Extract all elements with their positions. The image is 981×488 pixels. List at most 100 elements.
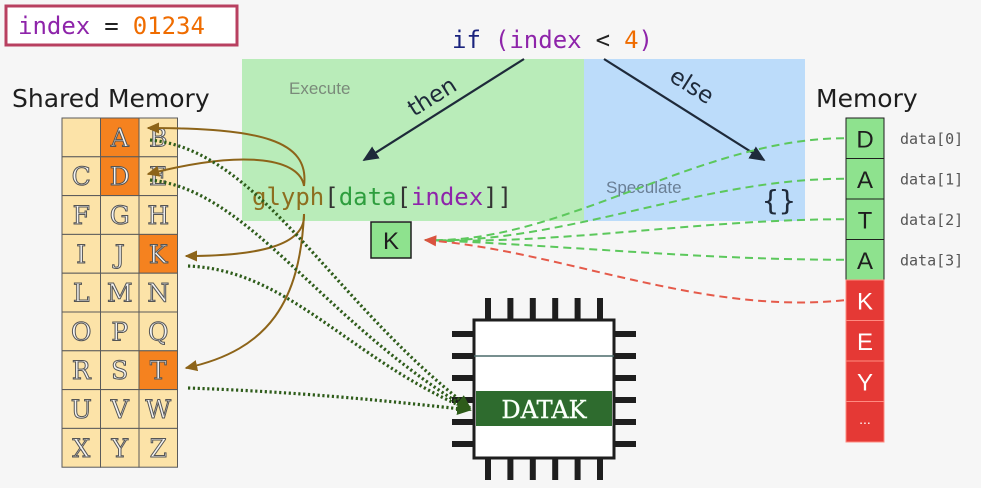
glyph-arrow-T [184, 213, 305, 372]
shared-cell-letter: L [73, 279, 90, 308]
shared-cell-M [100, 272, 140, 313]
shared-cell-N [138, 272, 178, 313]
cpu-pin [614, 331, 636, 337]
glyph-word: glyph [252, 183, 324, 211]
memory-cell [845, 158, 885, 200]
if-keyword: if [452, 26, 481, 54]
shared-cell-V [100, 389, 140, 429]
cpu-cache-text: DATAK [501, 396, 587, 424]
memory-cell-letter: E [857, 329, 873, 356]
cache-line-A [149, 138, 472, 410]
shared-cell-letter: O [71, 317, 92, 346]
cpu-pin [452, 375, 474, 381]
bracket-1: [ [324, 183, 338, 211]
shared-cell-letter: S [111, 356, 128, 385]
memory-to-result-lines [423, 137, 845, 304]
expression-code: glyph[data[index]] [252, 183, 512, 211]
condition-var: index [509, 26, 581, 54]
memory-cell [845, 320, 885, 362]
cpu-pin [452, 441, 474, 447]
memory-index-label: data[0] [900, 130, 963, 148]
memory-cell-letter: T [858, 207, 873, 234]
memory-index-label: data[3] [900, 252, 963, 270]
in-bounds-line [424, 239, 845, 261]
cpu-pin [597, 458, 603, 480]
cpu-body [472, 318, 616, 460]
shared-cell-letter: M [107, 279, 133, 308]
condition-code: if(index<4) [452, 26, 653, 54]
cpu-pin [552, 298, 559, 320]
cpu-pin [452, 353, 474, 359]
execute-region [242, 59, 584, 221]
in-bounds-line [424, 218, 845, 242]
shared-cell-letter: W [145, 395, 171, 424]
condition-num: 4 [624, 26, 638, 54]
index-var: index [18, 12, 90, 40]
memory-column: DATAKEY... [845, 117, 885, 443]
memory-cell [845, 239, 885, 281]
cpu-pin [452, 419, 474, 425]
shared-cell-letter: U [71, 395, 92, 424]
result-cell [370, 221, 412, 259]
paren-close: ) [639, 26, 653, 54]
shared-cell-T [138, 350, 178, 391]
index-word: index [411, 183, 483, 211]
memory-cell-letter: Y [857, 369, 873, 396]
shared-cell-letter: C [72, 162, 91, 191]
cpu-pin [529, 458, 536, 480]
speculate-label: Speculate [606, 178, 682, 197]
cpu-pin [529, 298, 536, 320]
shared-cell-letter: J [112, 240, 125, 269]
shared-memory-title: Shared Memory [12, 84, 210, 113]
shared-cell-Q [138, 311, 178, 352]
shared-cell-letter: X [72, 434, 90, 463]
shared-cell-letter: A [110, 123, 130, 152]
else-body: {} [762, 184, 796, 217]
shared-cell-letter: H [147, 201, 169, 230]
in-bounds-line [424, 137, 845, 242]
in-bounds-line [424, 177, 845, 242]
speculate-region [584, 59, 805, 221]
cpu-pin [614, 397, 636, 403]
cpu-pins [452, 298, 636, 480]
memory-index-labels: data[0]data[1]data[2]data[3] [900, 130, 963, 270]
cpu-pin [614, 353, 636, 359]
shared-cell-letter: G [110, 201, 130, 230]
cpu-pin [452, 331, 474, 337]
result-cell-letter: K [383, 228, 399, 255]
cpu-pin [614, 441, 636, 447]
paren-open: ( [495, 26, 509, 54]
cpu-pin [614, 419, 636, 425]
cpu-pin [485, 298, 491, 320]
memory-cell [845, 360, 885, 402]
shared-cell-K [138, 233, 178, 274]
shared-cell-W [138, 389, 178, 429]
shared-cell-letter: E [149, 162, 167, 191]
shared-cell-X [61, 427, 101, 468]
cpu-pin [507, 298, 514, 320]
memory-cell-letter: A [857, 167, 873, 194]
shared-cell-letter: I [76, 240, 86, 269]
else-arrow [603, 58, 766, 161]
memory-index-label: data[2] [900, 211, 963, 229]
cpu-pin [574, 298, 581, 320]
shared-cell-Z [138, 427, 178, 468]
assign-op: = [104, 12, 118, 40]
index-value: 01234 [133, 12, 205, 40]
shared-cell-J [100, 233, 140, 274]
shared-cell-letter: Y [110, 434, 128, 463]
shared-cell-letter: K [149, 240, 169, 269]
shared-cell-letter: D [110, 162, 130, 191]
index-assignment: index = 01234 [18, 12, 205, 40]
shared-cell-empty [61, 117, 101, 158]
bracket-3: ]] [483, 183, 512, 211]
shared-cell-H [138, 195, 178, 235]
memory-cell-letter: D [856, 126, 873, 153]
bracket-2: [ [397, 183, 411, 211]
shared-cell-letter: T [150, 356, 167, 385]
index-box [4, 4, 239, 47]
shared-cell-letter: Z [150, 434, 167, 463]
cpu-cache-line [476, 391, 612, 426]
